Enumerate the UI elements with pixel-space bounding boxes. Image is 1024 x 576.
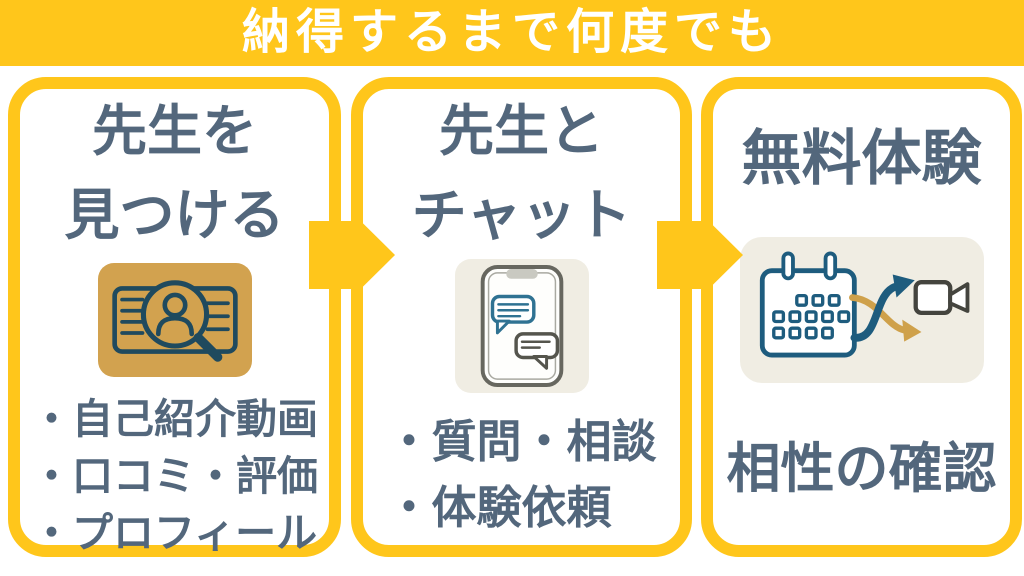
bullet-item: ・質問・相談 bbox=[386, 415, 657, 468]
profile-search-icon bbox=[97, 263, 252, 377]
step3-title: 無料体験 bbox=[742, 119, 982, 199]
step-card-find-teacher: 先生を 見つける ・自己紹介 bbox=[8, 77, 341, 557]
calendar-to-video-icon bbox=[739, 237, 984, 383]
step3-title-line1: 無料体験 bbox=[741, 124, 982, 194]
bullet-item: ・自己紹介動画 bbox=[31, 395, 318, 443]
step3-caption: 相性の確認 bbox=[726, 437, 997, 500]
bullet-item: ・口コミ・評価 bbox=[31, 452, 318, 500]
step2-title-line1: 先生と bbox=[438, 99, 604, 163]
phone-chat-icon bbox=[454, 259, 589, 393]
step1-title-line2: 見つける bbox=[64, 183, 285, 247]
header-banner: 納得するまで何度でも bbox=[0, 0, 1024, 66]
step-card-free-trial: 無料体験 bbox=[701, 77, 1022, 557]
step1-bullet-list: ・自己紹介動画 ・口コミ・評価 ・プロフィール bbox=[31, 391, 318, 562]
step2-title: 先生と チャット bbox=[412, 89, 631, 257]
step1-title: 先生を 見つける bbox=[64, 89, 284, 257]
bullet-item: ・プロフィール bbox=[31, 509, 318, 557]
step-card-chat-teacher: 先生と チャット bbox=[351, 77, 692, 557]
step1-title-line1: 先生を bbox=[91, 99, 257, 163]
bullet-item: ・体験依頼 bbox=[386, 481, 612, 534]
step2-title-line2: チャット bbox=[411, 183, 632, 247]
header-title: 納得するまで何度でも bbox=[241, 4, 782, 60]
step2-bullet-list: ・質問・相談 ・体験依頼 bbox=[386, 409, 656, 541]
